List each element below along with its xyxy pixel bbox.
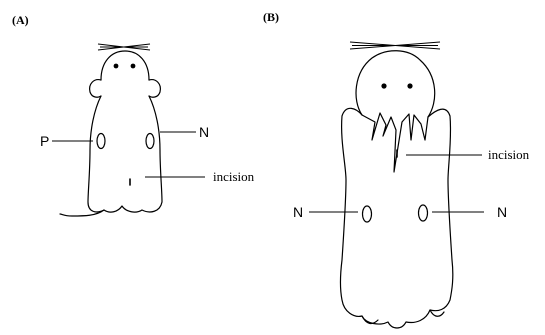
panel-a-tail	[60, 210, 104, 216]
panel-a-ear-right	[149, 80, 160, 98]
panel-a-oval-right	[146, 134, 154, 149]
panel-b-oval-left	[363, 206, 372, 222]
panel-b-whiskers	[350, 42, 440, 49]
panel-b-head	[356, 51, 435, 117]
panel-a-label-n: N	[199, 124, 209, 140]
panel-a-eye-right	[131, 64, 136, 69]
panel-a-body	[88, 96, 162, 212]
panel-b-label-n-right: N	[497, 204, 507, 220]
panel-b-eye-left	[381, 83, 386, 88]
panel-a: (A) P N incision	[12, 13, 255, 216]
panel-b-oval-right	[419, 205, 428, 221]
panel-b-body	[341, 108, 453, 328]
panel-b-label-n-left: N	[293, 204, 303, 220]
panel-b: (B) incision N N	[263, 10, 530, 328]
panel-b-eye-right	[407, 83, 412, 88]
panel-a-label: (A)	[12, 13, 29, 27]
panel-a-eye-left	[114, 64, 119, 69]
panel-b-label-incision: incision	[488, 147, 530, 162]
panel-b-hind-feet	[362, 310, 444, 323]
panel-a-label-p: P	[40, 133, 49, 149]
panel-a-label-incision: incision	[213, 169, 255, 184]
panel-a-ear-left	[90, 80, 101, 98]
panel-b-label: (B)	[263, 10, 279, 24]
panel-a-whiskers	[98, 44, 150, 50]
panel-a-oval-left	[97, 134, 105, 149]
panel-a-head	[101, 51, 149, 80]
